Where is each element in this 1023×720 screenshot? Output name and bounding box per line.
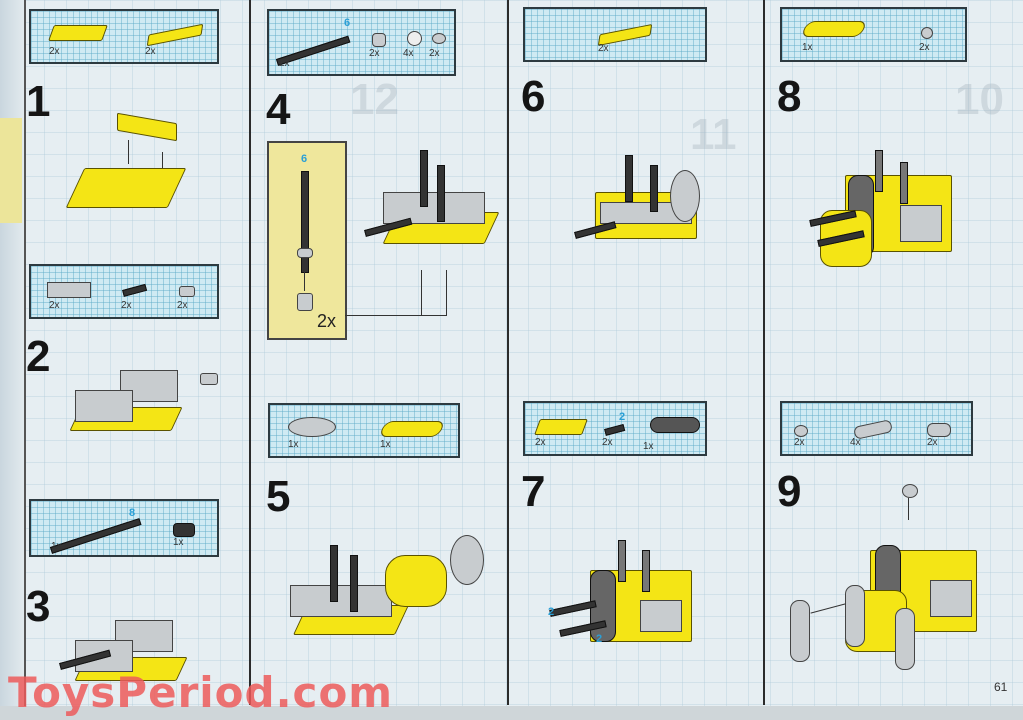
step-number: 5 <box>266 472 291 521</box>
column-divider <box>249 0 251 705</box>
parts-box-step-7: 2x 2 2x 1x <box>523 401 707 456</box>
half-bush-icon <box>794 425 808 437</box>
grey-technic-brick-icon <box>47 282 91 298</box>
yellow-plate-2x4-icon <box>48 25 108 41</box>
column-divider <box>763 0 765 705</box>
friction-pin-icon <box>122 283 148 297</box>
pulley-wheel-icon <box>288 417 336 437</box>
ghost-number: 11 <box>690 110 737 159</box>
half-bush-icon <box>432 33 446 44</box>
step-number: 9 <box>777 467 802 516</box>
step-number: 3 <box>26 582 51 631</box>
yellow-plate-2x4-icon <box>534 419 588 435</box>
callout-connector <box>345 315 447 316</box>
step-number: 4 <box>266 85 291 134</box>
parts-box-step-9: 2x 4x 2x <box>780 401 973 456</box>
bush-icon <box>372 33 386 47</box>
parts-box-step-5: 1x 1x <box>268 403 460 458</box>
ghost-number: 10 <box>955 75 1004 124</box>
bush-pin-icon <box>179 286 195 297</box>
parts-box-step-1: 2x 2x <box>29 9 219 64</box>
bush-icon <box>297 293 313 311</box>
parts-box-step-8: 1x 2x <box>780 7 967 62</box>
step-number: 2 <box>26 332 51 381</box>
parts-box-step-3: 8 1x 1x <box>29 499 219 557</box>
step-number: 6 <box>521 72 546 121</box>
step-number: 7 <box>521 467 546 516</box>
bush-icon <box>297 248 313 258</box>
step-number: 1 <box>26 77 51 126</box>
page-number: 61 <box>994 680 1008 694</box>
parts-box-step-6: 2x <box>523 7 707 62</box>
column-divider <box>507 0 509 705</box>
axle-joiner-icon <box>927 423 951 437</box>
worm-gear-icon <box>173 523 195 537</box>
parts-box-step-4: 6 2x 2x 4x 2x <box>267 9 456 76</box>
axle-2-icon <box>604 423 626 436</box>
triangle-liftarm-icon <box>800 21 868 37</box>
step-number: 8 <box>777 72 802 121</box>
axle-8-icon <box>49 518 142 554</box>
page-bottom-edge <box>0 706 1023 720</box>
parts-box-step-2: 2x 2x 2x <box>29 264 219 319</box>
sub-assembly-callout: 6 2x <box>267 141 347 340</box>
half-bush-icon <box>921 27 933 39</box>
gear-8-tooth-icon <box>407 31 422 46</box>
triangle-liftarm-icon <box>378 421 446 437</box>
callout-quantity: 2x <box>317 311 337 331</box>
watermark: ToysPeriod.com <box>8 668 394 717</box>
previous-page-edge <box>0 0 26 720</box>
ghost-number: 12 <box>350 75 399 124</box>
black-triangle-liftarm-icon <box>650 417 700 433</box>
yellow-plate-1x4-icon <box>146 23 204 47</box>
axle-6-icon <box>301 171 309 273</box>
previous-page-callout <box>0 118 22 223</box>
